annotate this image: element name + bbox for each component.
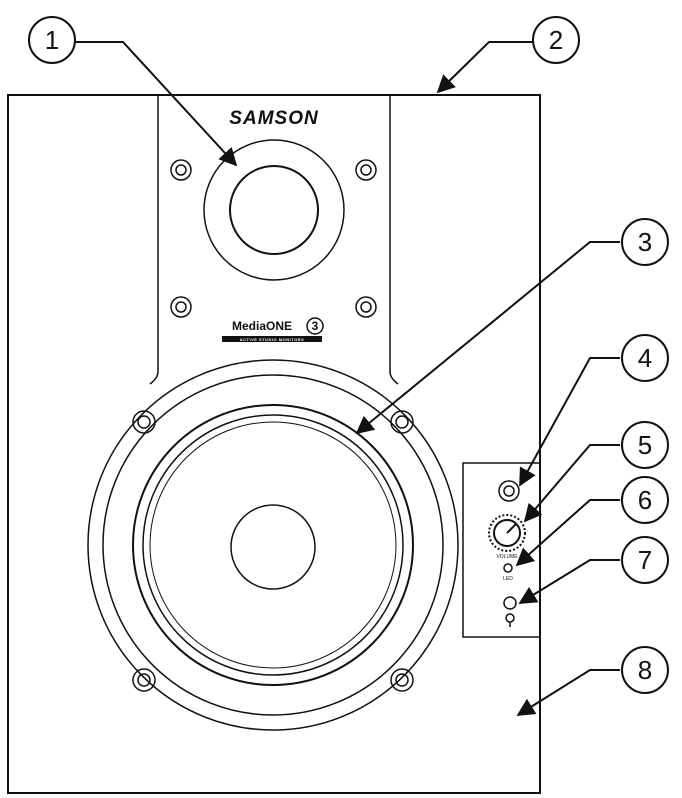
svg-text:8: 8 xyxy=(638,655,652,685)
tagline: ACTIVE STUDIO MONITORS xyxy=(240,337,304,342)
callout-leader xyxy=(518,559,620,604)
aux-input-icon xyxy=(503,596,517,627)
volume-knob-icon xyxy=(488,514,526,552)
callout-8: 8 xyxy=(621,646,669,694)
led-label: LED xyxy=(503,576,513,582)
tweeter-plate xyxy=(149,95,399,385)
svg-text:1: 1 xyxy=(45,25,59,55)
speaker-cabinet xyxy=(7,94,541,794)
control-panel xyxy=(462,462,541,638)
callout-leader xyxy=(436,41,532,94)
power-led-icon xyxy=(503,563,513,573)
screw-icon xyxy=(355,296,377,318)
model-badge: 3 xyxy=(312,319,319,333)
callout-6: 6 xyxy=(621,476,669,524)
screw-icon xyxy=(390,668,414,692)
model-badge-icon xyxy=(306,317,324,335)
woofer-surround xyxy=(142,414,404,676)
svg-text:5: 5 xyxy=(638,430,652,460)
brand-logo: SAMSON xyxy=(229,108,319,129)
woofer-mid-ring xyxy=(102,374,444,716)
callout-leader xyxy=(355,241,620,435)
volume-label: VOLUME xyxy=(496,554,518,560)
headphone-jack-icon xyxy=(498,480,520,502)
callout-1: 1 xyxy=(28,16,76,64)
callout-leader xyxy=(523,444,620,523)
callout-leader xyxy=(75,41,238,167)
callout-leader xyxy=(519,357,620,487)
svg-text:7: 7 xyxy=(638,545,652,575)
screw-icon xyxy=(132,668,156,692)
callout-7: 7 xyxy=(621,536,669,584)
woofer-dust-cap xyxy=(230,504,316,590)
callout-4: 4 xyxy=(621,334,669,382)
tweeter-faceplate xyxy=(203,139,345,281)
screw-icon xyxy=(170,296,192,318)
screw-icon xyxy=(355,159,377,181)
svg-text:6: 6 xyxy=(638,485,652,515)
svg-text:2: 2 xyxy=(549,25,563,55)
screw-icon xyxy=(132,410,156,434)
callout-3: 3 xyxy=(621,218,669,266)
svg-text:3: 3 xyxy=(638,227,652,257)
tagline-bar xyxy=(222,336,322,342)
callout-leader xyxy=(516,669,620,716)
callout-leader xyxy=(515,499,620,567)
callout-5: 5 xyxy=(621,421,669,469)
screw-icon xyxy=(170,159,192,181)
screw-icon xyxy=(390,410,414,434)
woofer-frame xyxy=(132,404,414,686)
woofer-cone xyxy=(149,421,397,669)
woofer-outer-ring xyxy=(87,359,459,731)
tweeter-dome xyxy=(229,165,319,255)
svg-text:4: 4 xyxy=(638,343,652,373)
callout-2: 2 xyxy=(532,16,580,64)
model-logo: MediaONE xyxy=(232,319,292,333)
